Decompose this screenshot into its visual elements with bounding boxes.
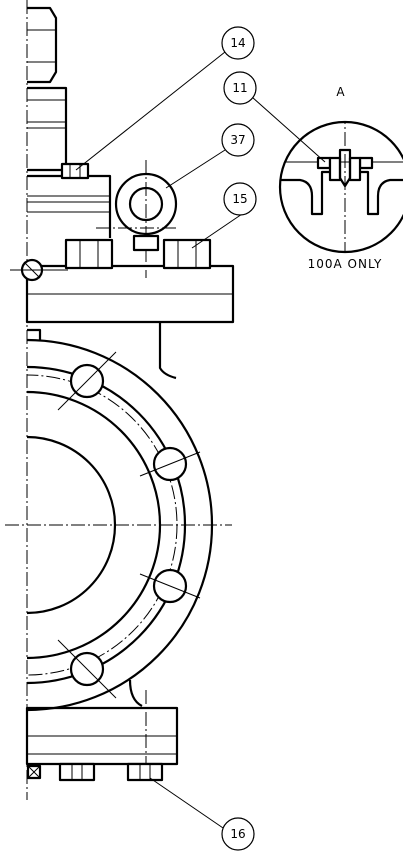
balloon-14: 14 bbox=[221, 26, 255, 60]
balloon-14-label: 14 bbox=[230, 36, 245, 50]
balloon-16: 16 bbox=[221, 817, 255, 851]
detail-view-label: A bbox=[336, 85, 345, 99]
detail-view-a: A 100A ONLY bbox=[278, 85, 403, 271]
eye-bolt bbox=[96, 160, 178, 278]
side-plug bbox=[10, 258, 68, 282]
balloon-15: 15 bbox=[223, 182, 257, 216]
balloon-11-label: 11 bbox=[232, 81, 247, 95]
body-neck bbox=[27, 322, 177, 380]
top-flange-plate bbox=[10, 238, 235, 324]
bottom-flange bbox=[25, 690, 179, 782]
balloon-37-label: 37 bbox=[230, 133, 245, 147]
balloon-15-label: 15 bbox=[232, 192, 247, 206]
balloon-11: 11 bbox=[223, 71, 257, 105]
bottom-bolts bbox=[58, 762, 164, 782]
bonnet-assembly bbox=[27, 6, 112, 238]
drain-plug-icon bbox=[26, 764, 42, 780]
flange-bolts bbox=[64, 238, 212, 270]
bolt-holes bbox=[57, 351, 201, 699]
pipe-flange bbox=[5, 338, 232, 712]
detail-note: 100A ONLY bbox=[308, 257, 383, 271]
balloon-16-label: 16 bbox=[230, 827, 245, 841]
balloon-37: 37 bbox=[221, 123, 255, 157]
leader-lines bbox=[75, 51, 326, 831]
